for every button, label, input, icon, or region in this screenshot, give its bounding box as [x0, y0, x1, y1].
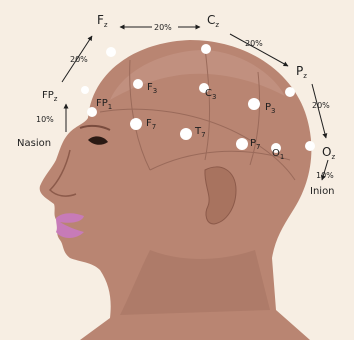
electrode-fz [106, 47, 116, 57]
arrow-pz-oz [312, 84, 326, 138]
electrode-t7 [180, 128, 192, 140]
label-pz: Pz [296, 64, 307, 80]
label-fpz: FPz [42, 90, 58, 103]
label-cz: Cz [207, 13, 219, 29]
label-inion: Inion [310, 186, 335, 197]
electrode-cz [201, 44, 211, 54]
electrode-oz [305, 141, 315, 151]
electrode-f3 [133, 79, 143, 89]
pct-fpz-fz: 20% [70, 55, 88, 64]
pct-oz-inion: 10% [316, 171, 334, 180]
label-oz: Oz [322, 145, 335, 161]
pct-pz-oz: 20% [312, 101, 330, 110]
label-fz: Fz [97, 13, 108, 29]
electrode-fpz [81, 86, 89, 94]
electrode-pz [285, 87, 295, 97]
pct-fz-cz: 20% [154, 23, 172, 32]
electrode-f7 [130, 118, 142, 130]
label-nasion: Nasion [17, 138, 51, 149]
pct-nasion-fpz: 10% [36, 115, 54, 124]
pct-cz-pz: 20% [245, 39, 263, 48]
electrode-p7 [236, 138, 248, 150]
electrode-p3 [248, 98, 260, 110]
